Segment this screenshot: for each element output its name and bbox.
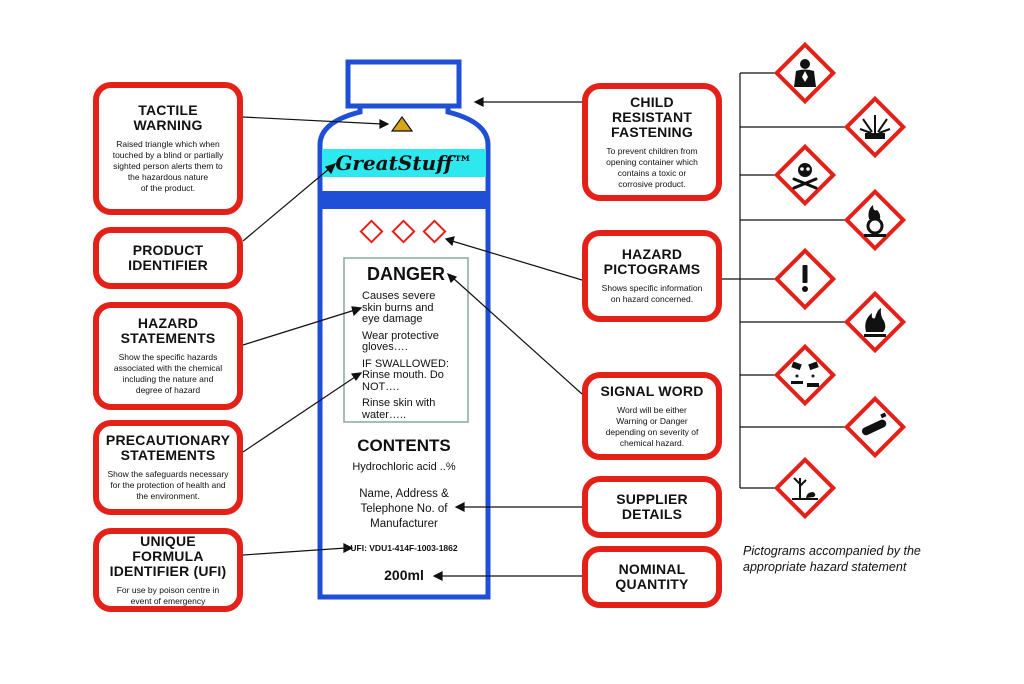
blue-band [322,191,486,209]
compressed-gas-icon [843,395,907,459]
supplier-details-box: SUPPLIER DETAILS [582,476,722,538]
precautionary-statement: Rinse skin with water….. [362,397,436,421]
explosive-icon [843,95,907,159]
statement-frame [343,257,469,423]
box-title: SUPPLIER DETAILS [616,491,688,522]
box-title: CHILD RESISTANT FASTENING [611,93,693,140]
pictogram-footnote: Pictograms accompanied by the appropriat… [743,544,921,574]
hazard-statements-box: HAZARD STATEMENTS Show the specific haza… [93,302,243,410]
tactile-triangle-icon [390,115,414,132]
empty-diamond-3 [422,219,447,244]
tactile-warning-box: TACTILE WARNING Raised triangle which wh… [93,82,243,215]
box-desc: Word will be either Warning or Danger de… [605,404,699,448]
ufi-code: UFI: VDU1-414F-1003-1862 [350,543,458,553]
contents-title: CONTENTS [357,436,451,455]
precautionary-statement: Wear protective gloves…. [362,329,439,353]
signal-word: DANGER [366,264,445,284]
oxidizing-icon [843,188,907,252]
brand-band [322,149,486,177]
nominal-quantity-box: NOMINAL QUANTITY [582,546,722,608]
hazard-pictograms-box: HAZARD PICTOGRAMS Shows specific informa… [582,230,722,322]
precautionary-statements-box: PRECAUTIONARY STATEMENTS Show the safegu… [93,420,243,515]
product-identifier-box: PRODUCT IDENTIFIER [93,227,243,289]
health-hazard-icon [773,41,837,105]
harmful-icon [773,247,837,311]
child-resistant-box: CHILD RESISTANT FASTENING To prevent chi… [582,83,722,201]
empty-diamond-2 [391,219,416,244]
box-desc: Raised triangle which when touched by a … [112,139,224,193]
box-title: PRODUCT IDENTIFIER [128,242,208,273]
box-title: SIGNAL WORD [600,382,704,399]
supplier-text: Name, Address & Telephone No. of Manufac… [359,488,449,530]
toxic-icon [773,143,837,207]
box-title: NOMINAL QUANTITY [615,561,689,592]
box-title: PRECAUTIONARY STATEMENTS [105,432,231,463]
box-desc: Show the safeguards necessary for the pr… [107,469,229,501]
precautionary-statement: IF SWALLOWED: Rinse mouth. Do NOT…. [362,357,449,393]
empty-diamond-1 [359,219,384,244]
empty-pictogram-diamonds [359,219,447,244]
ufi-box: UNIQUE FORMULA IDENTIFIER (UFI) For use … [93,528,243,612]
bottle-body [317,103,491,600]
brand-name: GreatStuff™ [335,151,473,175]
box-title: HAZARD STATEMENTS [120,315,216,346]
box-desc: Shows specific information on hazard con… [601,283,703,304]
bottle-cap [345,59,462,109]
hazard-statement: Causes severe skin burns and eye damage [362,290,436,325]
box-title: TACTILE WARNING [133,102,203,133]
flammable-icon [843,290,907,354]
connector-arrows [242,97,583,581]
hazard-statement-list: Causes severe skin burns and eye damage … [362,290,466,421]
box-desc: For use by poison centre in event of eme… [116,584,220,606]
nominal-quantity: 200ml [384,567,424,583]
contents-value: Hydrochloric acid ..% [352,461,456,473]
box-desc: Show the specific hazards associated wit… [113,352,223,395]
corrosive-icon [773,343,837,407]
box-desc: To prevent children from opening contain… [606,145,698,189]
environment-icon [773,456,837,520]
box-title: HAZARD PICTOGRAMS [603,246,701,277]
box-title: UNIQUE FORMULA IDENTIFIER (UFI) [109,532,227,579]
signal-word-box: SIGNAL WORD Word will be either Warning … [582,372,722,460]
